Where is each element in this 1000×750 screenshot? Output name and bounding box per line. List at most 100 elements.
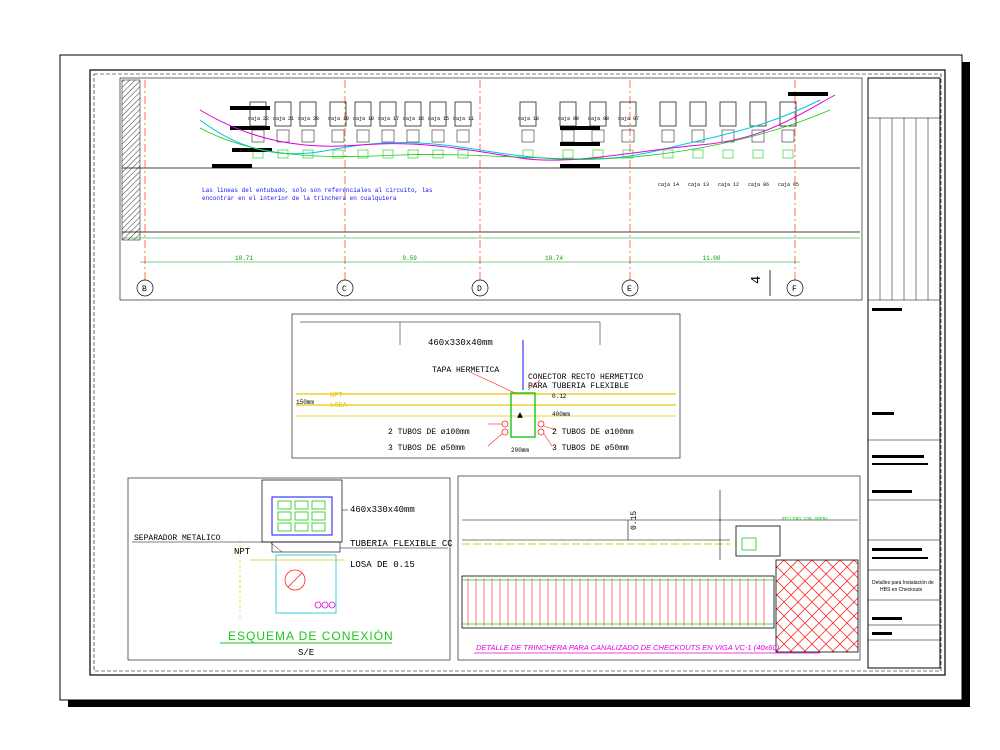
plan-note-line2: encontrar en el interior de la trinchera… bbox=[202, 195, 397, 202]
scheme-npt: NPT bbox=[234, 547, 251, 557]
conduit-green bbox=[199, 109, 831, 160]
checkout-bay bbox=[379, 101, 397, 127]
tb-project-2: HBS en Checkouts bbox=[880, 587, 923, 593]
axis-label: D bbox=[477, 285, 482, 294]
panel-window bbox=[294, 511, 309, 521]
checkout-bay bbox=[274, 101, 292, 127]
conduit-magenta bbox=[199, 94, 836, 161]
caja-label: caja 07 bbox=[618, 116, 639, 122]
cad-text-block bbox=[230, 126, 270, 130]
axis-bubble-e bbox=[621, 279, 639, 297]
panel-window bbox=[311, 500, 326, 510]
inner-frame bbox=[93, 73, 942, 672]
caja-label: caja 12 bbox=[718, 182, 739, 188]
checkout-box bbox=[301, 129, 315, 143]
right-dim-label: 0.12 bbox=[552, 393, 567, 400]
checkout-bay bbox=[659, 101, 677, 127]
caja-label: caja 08 bbox=[588, 116, 609, 122]
column-hatch bbox=[775, 559, 859, 653]
checkout-box bbox=[431, 129, 445, 143]
checkout-bay bbox=[404, 101, 422, 127]
caja-label: caja 16 bbox=[403, 116, 424, 122]
axis-label: E bbox=[627, 285, 632, 294]
junction-box bbox=[510, 392, 536, 438]
width-dim-label: 200mm bbox=[511, 447, 529, 454]
tubos-50-left: 3 TUBOS DE ø50mm bbox=[388, 444, 465, 453]
cad-text-block bbox=[232, 148, 272, 152]
plan-dimension: 10.74 bbox=[545, 255, 563, 262]
checkout-outlet bbox=[592, 149, 604, 159]
checkout-box bbox=[781, 129, 795, 143]
checkout-bay bbox=[354, 101, 372, 127]
caja-label: caja 19 bbox=[328, 116, 349, 122]
checkout-bay bbox=[329, 101, 347, 127]
caja-label: caja 09 bbox=[558, 116, 579, 122]
checkout-outlet bbox=[407, 149, 419, 159]
tuberia-label: TUBERIA FLEXIBLE CC bbox=[350, 539, 453, 549]
scheme-box-size: 460x330x40mm bbox=[350, 505, 415, 515]
checkout-outlet bbox=[562, 149, 574, 159]
tubos-100-right: 2 TUBOS DE ø100mm bbox=[552, 428, 634, 437]
checkout-box bbox=[621, 129, 635, 143]
checkout-box bbox=[751, 129, 765, 143]
caja-label: caja 13 bbox=[688, 182, 709, 188]
caja-label: caja 22 bbox=[248, 116, 269, 122]
caja-label: caja 18 bbox=[353, 116, 374, 122]
checkout-outlet bbox=[332, 149, 344, 159]
cad-text-block bbox=[788, 92, 828, 96]
detail-connection-scheme: 460x330x40mm SEPARADOR METALICO NPT TUBE… bbox=[127, 477, 453, 661]
separador-label: SEPARADOR METALICO bbox=[134, 534, 221, 543]
checkout-bay bbox=[719, 101, 737, 127]
depth-label: 150mm bbox=[296, 399, 314, 406]
checkout-bay bbox=[619, 101, 637, 127]
box-size-label: 460x330x40mm bbox=[428, 338, 493, 348]
section-mark: 4 bbox=[749, 276, 765, 284]
caja-label: caja 17 bbox=[378, 116, 399, 122]
tubos-100-left: 2 TUBOS DE ø100mm bbox=[388, 428, 470, 437]
cad-text-block bbox=[230, 106, 270, 110]
scheme-scale: S/E bbox=[298, 648, 314, 658]
trench-title: DETALLE DE TRINCHERA PARA CANALIZADO DE … bbox=[476, 643, 780, 652]
checkout-box bbox=[406, 129, 420, 143]
checkout-box bbox=[521, 129, 535, 143]
caja-label: caja 20 bbox=[298, 116, 319, 122]
checkout-box bbox=[356, 129, 370, 143]
checkout-box bbox=[456, 129, 470, 143]
dim-015: 0.15 bbox=[630, 511, 639, 530]
checkout-bay bbox=[429, 101, 447, 127]
checkout-bay bbox=[454, 101, 472, 127]
checkout-outlet bbox=[457, 149, 469, 159]
checkout-box bbox=[331, 129, 345, 143]
checkout-outlet bbox=[382, 149, 394, 159]
cad-text-block bbox=[212, 164, 252, 168]
caja-label: caja 11 bbox=[453, 116, 474, 122]
checkout-box bbox=[691, 129, 705, 143]
checkout-outlet bbox=[752, 149, 764, 159]
title-block: Detalles para Instalación de HBS en Chec… bbox=[867, 77, 941, 669]
conector-label-1: CONECTOR RECTO HERMETICO bbox=[528, 373, 643, 382]
caja-label: caja 14 bbox=[658, 182, 679, 188]
plan-dimension: 11.00 bbox=[703, 255, 721, 262]
panel-window bbox=[277, 522, 292, 532]
checkout-bay bbox=[519, 101, 537, 127]
conduit-cyan bbox=[199, 99, 821, 160]
checkout-outlet bbox=[782, 149, 794, 159]
panel-window bbox=[311, 511, 326, 521]
checkout-bay bbox=[689, 101, 707, 127]
wall-hatch bbox=[121, 79, 141, 241]
npt-label: NPT bbox=[330, 392, 343, 400]
panel-window bbox=[294, 500, 309, 510]
detail-box-section: ▲ 460x330x40mm TAPA HERMETICA CONECTOR R… bbox=[291, 313, 681, 459]
panel-window bbox=[294, 522, 309, 532]
caja-label: caja 05 bbox=[778, 182, 799, 188]
checkout-box bbox=[381, 129, 395, 143]
axis-bubble-b bbox=[136, 279, 154, 297]
losa-label: LOSA bbox=[330, 402, 348, 410]
axis-label: C bbox=[342, 285, 347, 294]
side-dim-label: 400mm bbox=[552, 411, 570, 418]
axis-bubble-f bbox=[786, 279, 804, 297]
checkout-bay bbox=[299, 101, 317, 127]
panel-window bbox=[277, 511, 292, 521]
outer-frame bbox=[89, 69, 946, 676]
